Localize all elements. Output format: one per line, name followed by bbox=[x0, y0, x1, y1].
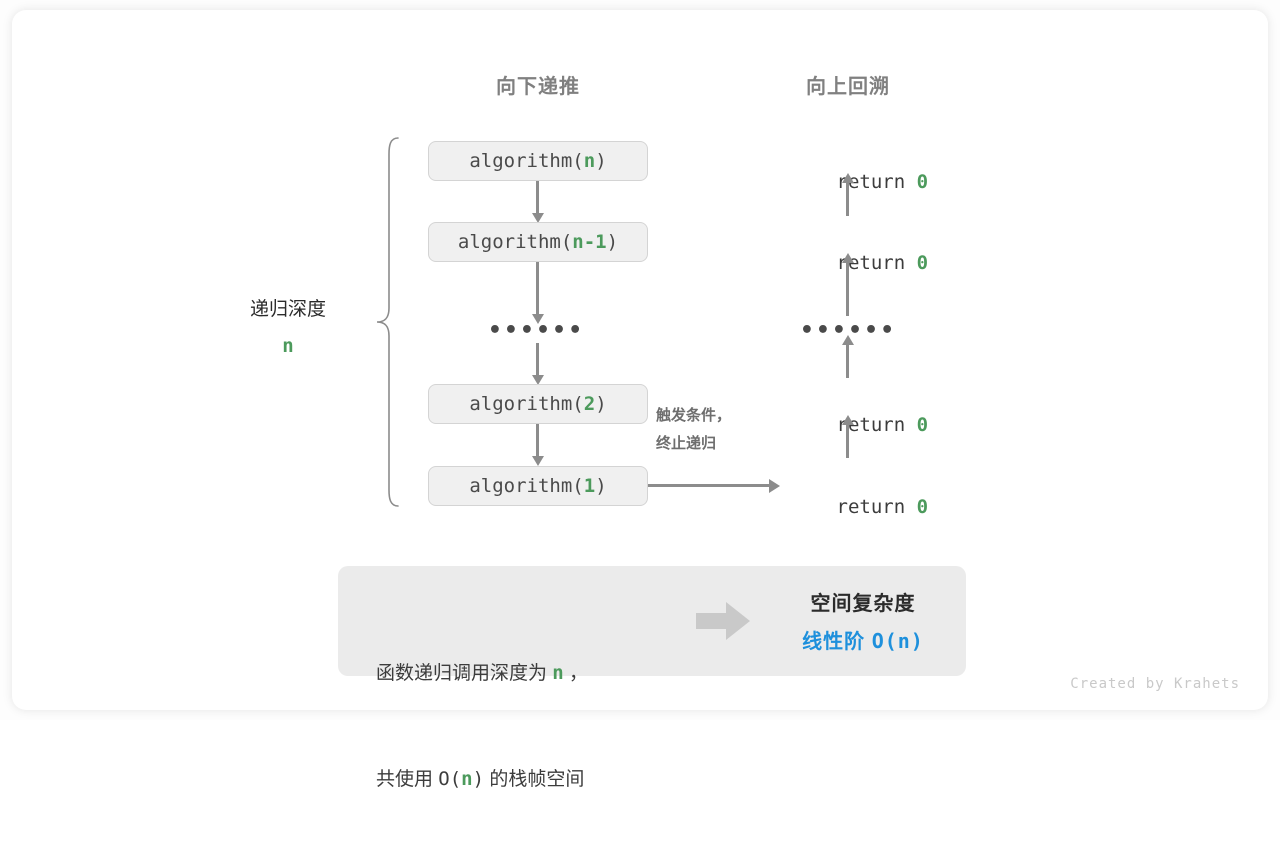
summary-line2-close: ) bbox=[472, 767, 485, 790]
call-box-n-fn: algorithm( bbox=[469, 150, 584, 172]
call-box-1-close: ) bbox=[595, 475, 607, 497]
up-arrow-1-icon bbox=[841, 173, 854, 216]
depth-brace-icon bbox=[376, 137, 399, 507]
return-statement-3: return 0 bbox=[748, 392, 948, 458]
summary-line2-suffix: 的栈帧空间 bbox=[484, 768, 585, 790]
recursion-depth-text: 递归深度 bbox=[249, 299, 326, 320]
column-header-up: 向上回溯 bbox=[806, 76, 890, 98]
down-arrow-1-icon bbox=[531, 181, 544, 223]
return-value-4: 0 bbox=[916, 496, 929, 518]
call-box-1[interactable]: algorithm(1) bbox=[428, 466, 648, 506]
block-right-arrow-icon bbox=[696, 602, 750, 640]
call-box-n1-close: ) bbox=[606, 231, 619, 253]
diagram-card: 向下递推 向上回溯 递归深度 n algorithm(n) algorithm(… bbox=[12, 10, 1268, 790]
return-value-2: 0 bbox=[916, 252, 929, 274]
call-box-n-minus-1[interactable]: algorithm(n-1) bbox=[428, 222, 648, 262]
down-arrow-3-icon bbox=[531, 343, 544, 385]
call-box-n1-fn: algorithm( bbox=[457, 231, 573, 253]
trigger-note-line1: 触发条件， bbox=[656, 407, 732, 424]
up-arrow-2-icon bbox=[841, 253, 854, 316]
trigger-note-line2: 终止递归 bbox=[656, 434, 717, 452]
call-box-2-close: ) bbox=[595, 393, 607, 415]
column-header-down: 向下递推 bbox=[496, 76, 580, 98]
down-arrow-4-icon bbox=[531, 424, 544, 466]
summary-line-1: 函数递归调用深度为 n ， bbox=[376, 656, 588, 691]
recursion-depth-label: 递归深度 n bbox=[212, 292, 364, 365]
summary-description: 函数递归调用深度为 n ， 共使用 O(n) 的栈帧空间 bbox=[376, 586, 588, 867]
summary-panel: 函数递归调用深度为 n ， 共使用 O(n) 的栈帧空间 空间复杂度 线性阶 O… bbox=[338, 566, 966, 790]
return-statement-2: return 0 bbox=[748, 230, 948, 296]
call-box-n-close: ) bbox=[595, 150, 607, 172]
summary-line-2: 共使用 O(n) 的栈帧空间 bbox=[376, 762, 588, 797]
down-arrow-2-icon bbox=[531, 262, 544, 324]
summary-result: 空间复杂度 线性阶 O(n) bbox=[768, 586, 958, 661]
diagram-canvas: 向下递推 向上回溯 递归深度 n algorithm(n) algorithm(… bbox=[12, 10, 1268, 790]
return-keyword-3: return bbox=[836, 414, 917, 436]
call-box-n-arg: n bbox=[583, 150, 596, 172]
credit-text: Created by Krahets bbox=[1070, 676, 1240, 692]
return-statement-4: return 0 bbox=[748, 474, 948, 540]
space-complexity-value: 线性阶 O(n) bbox=[768, 623, 958, 661]
trigger-condition-note: 触发条件， 终止递归 bbox=[656, 402, 786, 458]
return-statement-1: return 0 bbox=[748, 149, 948, 215]
up-arrow-4-icon bbox=[841, 415, 854, 458]
summary-line2-prefix: 共使用 bbox=[376, 768, 439, 790]
recursion-depth-value: n bbox=[282, 335, 294, 358]
return-value-1: 0 bbox=[916, 171, 929, 193]
call-box-n1-arg: n-1 bbox=[572, 231, 607, 253]
return-ellipsis: •••••• bbox=[799, 318, 897, 343]
call-box-1-fn: algorithm( bbox=[469, 475, 584, 497]
base-case-arrow-icon bbox=[648, 478, 780, 493]
summary-line1-prefix: 函数递归调用深度为 bbox=[376, 663, 553, 685]
return-keyword-1: return bbox=[836, 171, 917, 193]
summary-line1-n: n bbox=[552, 662, 564, 685]
call-box-2[interactable]: algorithm(2) bbox=[428, 384, 648, 424]
return-value-3: 0 bbox=[916, 414, 929, 436]
call-box-2-arg: 2 bbox=[583, 393, 596, 415]
space-complexity-notation: O(n) bbox=[871, 629, 924, 653]
call-stack-ellipsis: •••••• bbox=[487, 318, 585, 343]
summary-line2-o: O( bbox=[438, 767, 462, 790]
return-keyword-2: return bbox=[836, 252, 917, 274]
return-keyword-4: return bbox=[836, 496, 917, 518]
space-complexity-label: 线性阶 bbox=[802, 631, 872, 653]
call-box-1-arg: 1 bbox=[583, 475, 596, 497]
summary-line1-suffix: ， bbox=[563, 663, 589, 685]
space-complexity-title: 空间复杂度 bbox=[810, 593, 916, 615]
up-arrow-3-icon bbox=[841, 335, 854, 378]
call-box-n[interactable]: algorithm(n) bbox=[428, 141, 648, 181]
summary-line2-n: n bbox=[461, 767, 473, 790]
call-box-2-fn: algorithm( bbox=[469, 393, 584, 415]
